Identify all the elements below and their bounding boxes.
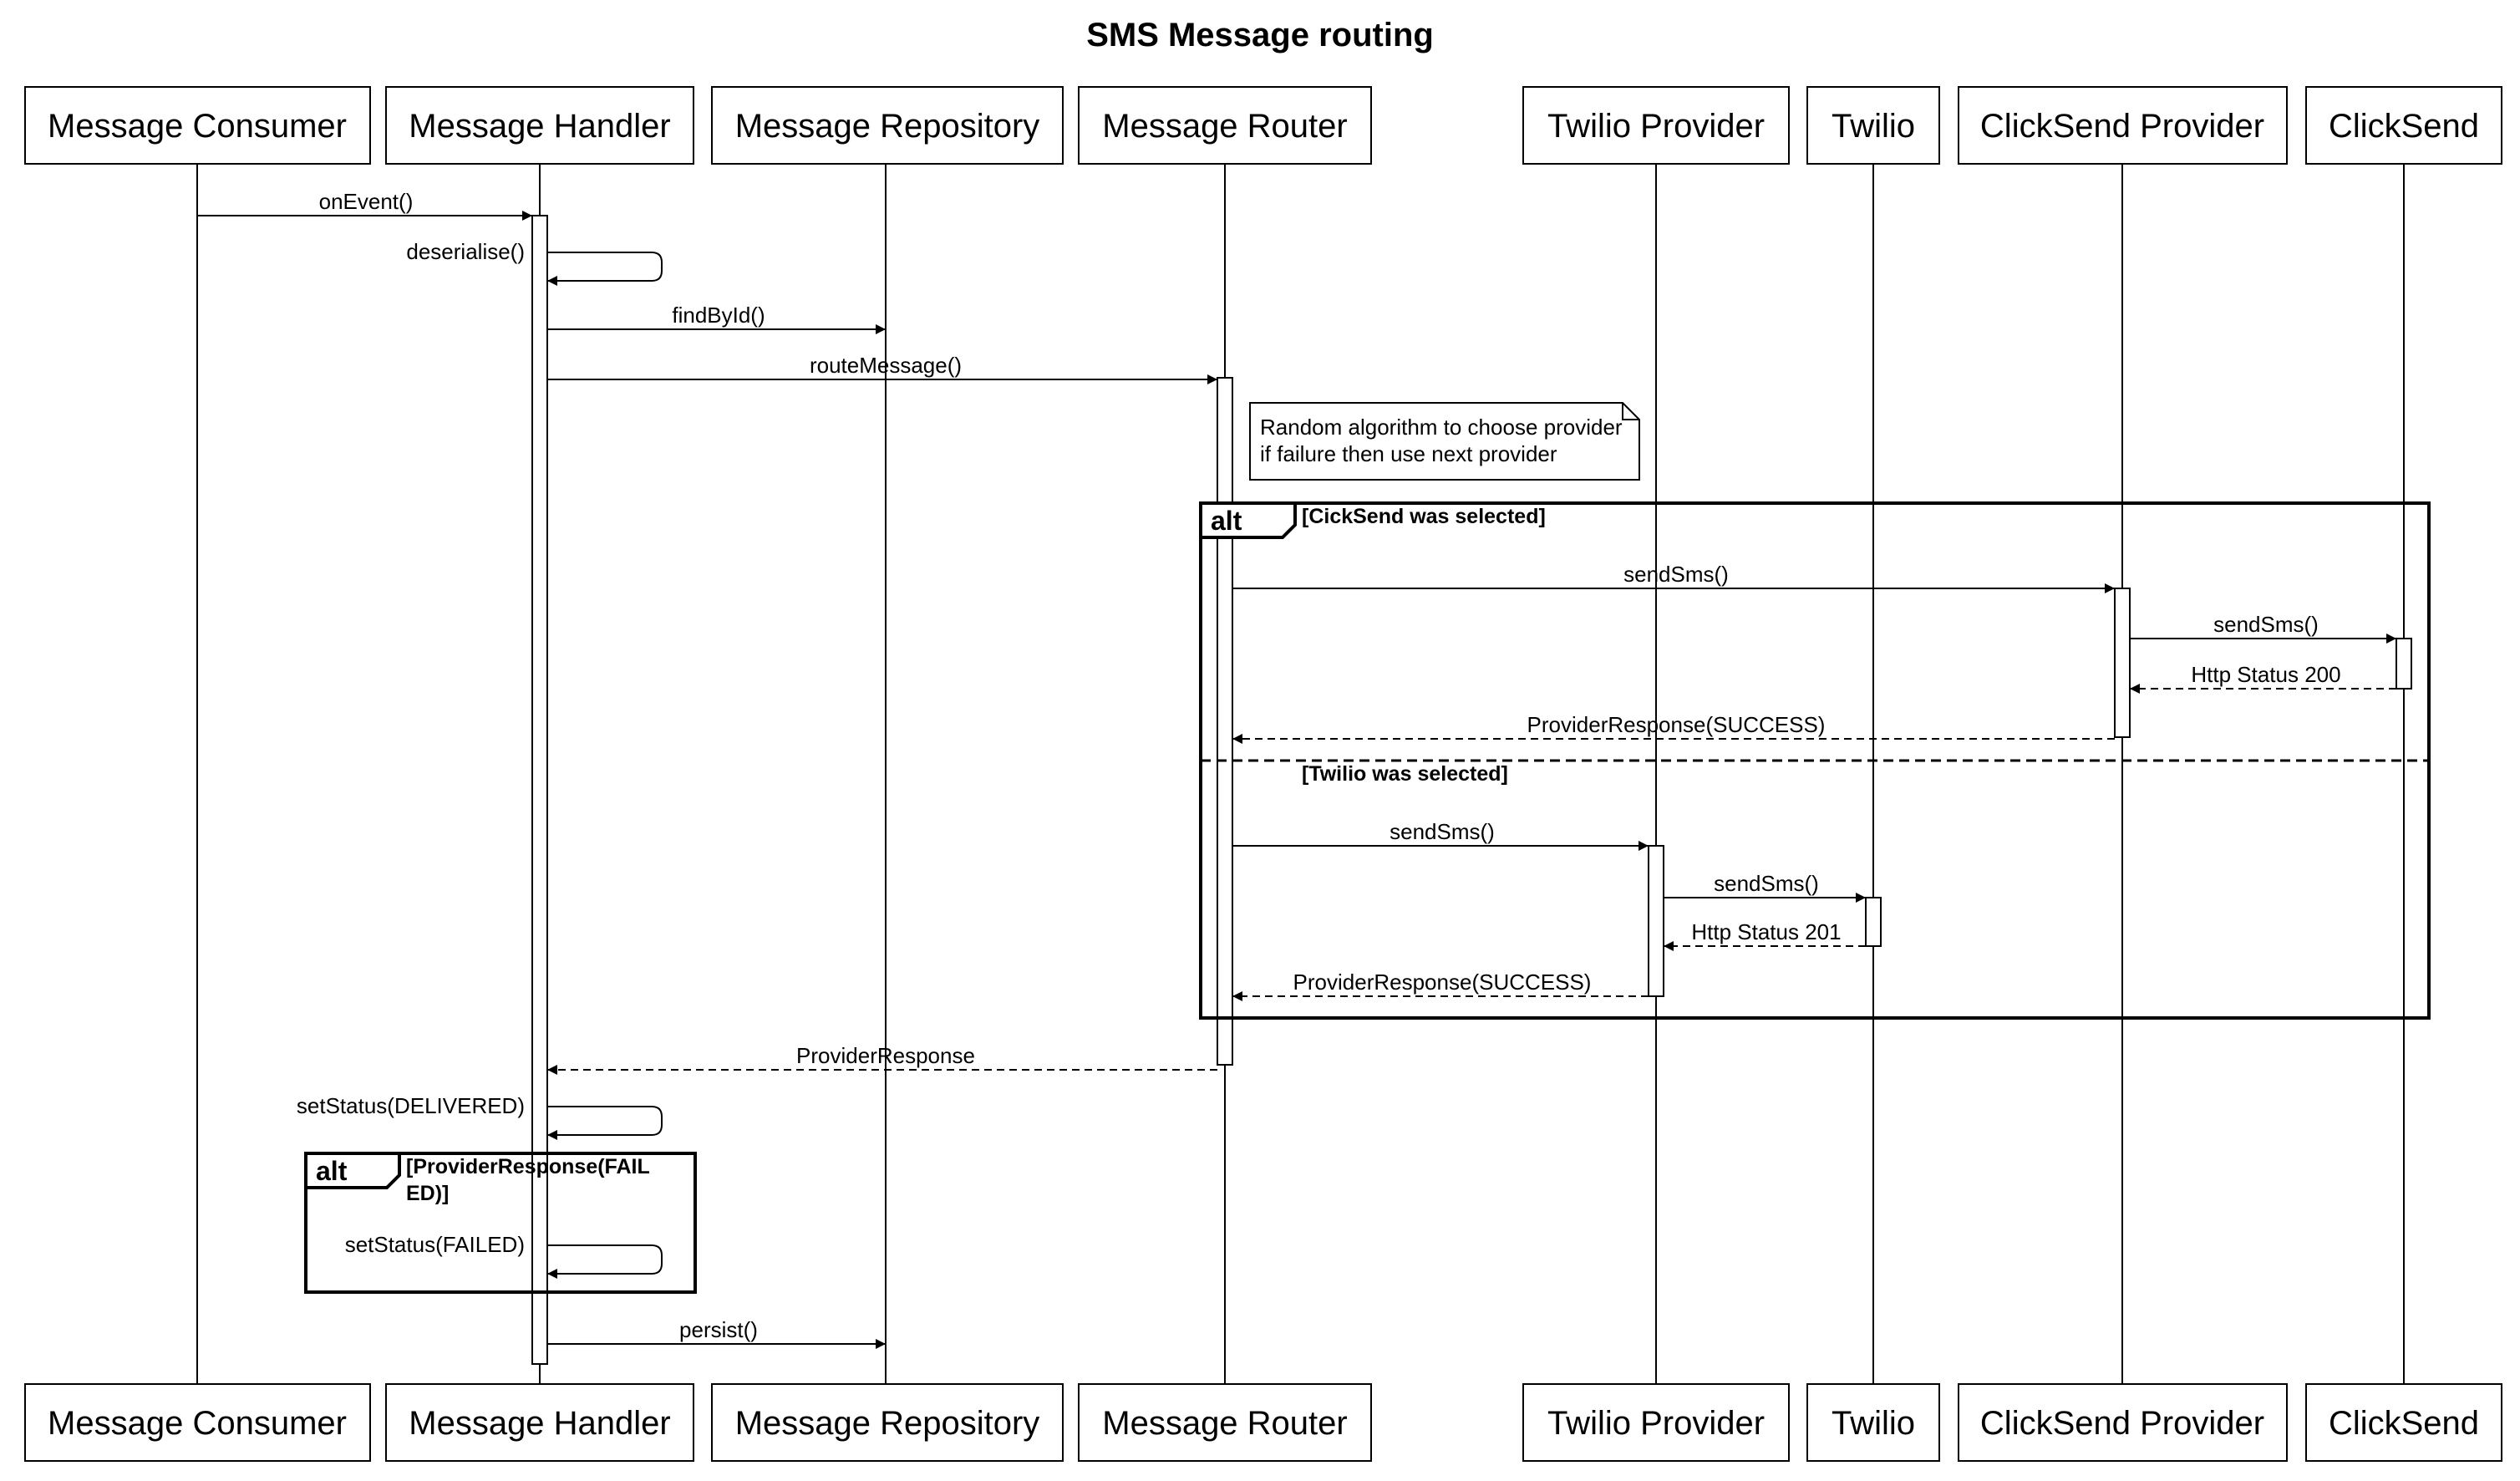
participant-message-router: Message Router xyxy=(1078,1383,1372,1462)
message-label: sendSms() xyxy=(1623,562,1729,587)
participant-clicksend-provider: ClickSend Provider xyxy=(1958,1383,2288,1462)
messages: onEvent() deserialise() findById() route… xyxy=(197,189,2396,1349)
participant-label: Message Router xyxy=(1102,108,1347,145)
participant-twilio: Twilio xyxy=(1806,86,1940,165)
alt-guard-clicksend: [CickSend was selected] xyxy=(1302,505,1546,528)
participant-message-handler: Message Handler xyxy=(385,1383,694,1462)
participants-bottom: Message Consumer Message Handler Message… xyxy=(24,1383,2502,1462)
alt-guard-failed-line1: [ProviderResponse(FAIL xyxy=(406,1155,650,1178)
activation-twilio xyxy=(1865,897,1882,947)
message-on-event: onEvent() xyxy=(197,189,532,221)
message-clicksend-send-sms: sendSms() xyxy=(1232,562,2115,593)
participant-label: Twilio Provider xyxy=(1547,108,1765,145)
alt-guard-failed-line2: ED)] xyxy=(406,1182,449,1205)
message-twilio-send-sms: sendSms() xyxy=(1232,819,1649,851)
message-label: sendSms() xyxy=(2213,612,2319,637)
note-line-1: Random algorithm to choose provider xyxy=(1260,415,1623,440)
participant-label: Message Router xyxy=(1102,1405,1347,1442)
participant-label: Twilio xyxy=(1832,1405,1915,1442)
participant-label: Message Handler xyxy=(409,108,671,145)
message-label: Http Status 201 xyxy=(1691,919,1841,944)
participant-message-consumer: Message Consumer xyxy=(24,1383,371,1462)
participant-clicksend: ClickSend xyxy=(2305,86,2502,165)
alt-fragment-provider: alt [CickSend was selected] [Twilio was … xyxy=(1199,501,2431,1020)
message-twilio-http-status: Http Status 201 xyxy=(1664,919,1866,951)
note: Random algorithm to choose provider if f… xyxy=(1249,402,1640,481)
participant-twilio: Twilio xyxy=(1806,1383,1940,1462)
message-label: setStatus(DELIVERED) xyxy=(297,1093,525,1118)
message-clicksend-provider-response: ProviderResponse(SUCCESS) xyxy=(1232,712,2115,744)
participant-label: Twilio xyxy=(1832,108,1915,145)
message-persist: persist() xyxy=(547,1317,886,1349)
message-clicksend-send-sms-external: sendSms() xyxy=(2130,612,2396,644)
participant-label: ClickSend Provider xyxy=(1980,108,2264,145)
message-label: deserialise() xyxy=(406,239,525,264)
participant-label: Message Handler xyxy=(409,1405,671,1442)
activation-twilio-provider xyxy=(1648,845,1664,997)
alt-guard-twilio: [Twilio was selected] xyxy=(1302,762,1508,786)
participant-label: Message Repository xyxy=(735,108,1040,145)
participant-label: Message Repository xyxy=(735,1405,1040,1442)
message-label: ProviderResponse(SUCCESS) xyxy=(1293,970,1592,995)
lifelines xyxy=(196,164,2405,1384)
participant-label: Message Consumer xyxy=(48,108,347,145)
diagram-title: SMS Message routing xyxy=(1086,17,1434,53)
participant-label: Message Consumer xyxy=(48,1405,347,1442)
message-deserialise: deserialise() xyxy=(406,239,663,286)
message-find-by-id: findById() xyxy=(547,303,886,334)
activation-message-router xyxy=(1217,377,1233,1066)
activation-message-handler xyxy=(531,215,548,1365)
participant-clicksend-provider: ClickSend Provider xyxy=(1958,86,2288,165)
activation-clicksend-provider xyxy=(2114,588,2131,738)
participants-top: Message Consumer Message Handler Message… xyxy=(24,86,2502,165)
message-label: persist() xyxy=(679,1317,758,1342)
message-set-status-failed: setStatus(FAILED) xyxy=(345,1232,663,1279)
note-line-2: if failure then use next provider xyxy=(1260,441,1557,466)
message-label: routeMessage() xyxy=(810,353,962,378)
participant-message-repository: Message Repository xyxy=(711,86,1064,165)
activation-clicksend xyxy=(2396,638,2412,690)
participant-message-router: Message Router xyxy=(1078,86,1372,165)
message-route-message: routeMessage() xyxy=(547,353,1217,384)
message-label: ProviderResponse xyxy=(796,1043,975,1068)
participant-message-consumer: Message Consumer xyxy=(24,86,371,165)
alt-keyword: alt xyxy=(1211,506,1242,536)
message-label: findById() xyxy=(672,303,765,328)
participant-clicksend: ClickSend xyxy=(2305,1383,2502,1462)
message-clicksend-http-status: Http Status 200 xyxy=(2130,662,2396,694)
alt-keyword: alt xyxy=(316,1156,348,1186)
message-twilio-send-sms-external: sendSms() xyxy=(1664,871,1866,903)
participant-message-repository: Message Repository xyxy=(711,1383,1064,1462)
participant-label: ClickSend Provider xyxy=(1980,1405,2264,1442)
message-set-status-delivered: setStatus(DELIVERED) xyxy=(297,1093,663,1140)
participant-label: Twilio Provider xyxy=(1547,1405,1765,1442)
message-label: setStatus(FAILED) xyxy=(345,1232,525,1257)
message-provider-response: ProviderResponse xyxy=(547,1043,1217,1075)
alt-fragment-failed: alt [ProviderResponse(FAIL ED)] xyxy=(304,1152,697,1294)
message-label: Http Status 200 xyxy=(2191,662,2340,687)
participant-label: ClickSend xyxy=(2329,1405,2479,1442)
participant-label: ClickSend xyxy=(2329,108,2479,145)
participant-twilio-provider: Twilio Provider xyxy=(1522,86,1790,165)
message-label: sendSms() xyxy=(1390,819,1495,844)
message-label: onEvent() xyxy=(319,189,414,214)
message-twilio-provider-response: ProviderResponse(SUCCESS) xyxy=(1232,970,1649,1001)
participant-message-handler: Message Handler xyxy=(385,86,694,165)
message-label: ProviderResponse(SUCCESS) xyxy=(1527,712,1826,737)
activation-bars xyxy=(531,215,2412,1365)
message-label: sendSms() xyxy=(1714,871,1819,896)
participant-twilio-provider: Twilio Provider xyxy=(1522,1383,1790,1462)
